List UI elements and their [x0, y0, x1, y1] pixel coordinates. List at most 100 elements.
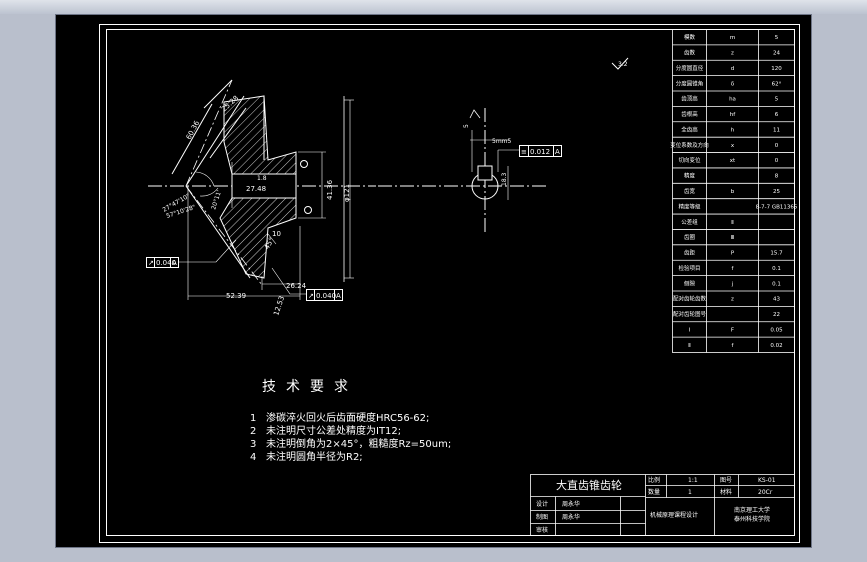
- svg-text:5: 5: [463, 124, 470, 128]
- table-param-value: 8-7-7 GB11365: [756, 204, 798, 210]
- svg-text:南京理工大学: 南京理工大学: [734, 506, 770, 514]
- svg-text:A: A: [172, 259, 177, 267]
- svg-text:1.8: 1.8: [257, 175, 267, 182]
- table-param-symbol: hf: [730, 112, 736, 118]
- table-param-label: 公差组: [681, 218, 698, 226]
- table-param-value: 43: [773, 297, 780, 303]
- svg-text:周永华: 周永华: [562, 500, 580, 508]
- roughness-symbol: 3.2: [611, 57, 629, 70]
- end-view: [378, 108, 548, 232]
- table-param-label: 模数: [684, 33, 696, 41]
- table-param-value: 15.7: [770, 251, 783, 257]
- tolerance-frame-bottom: ↗ 0.040 A: [306, 289, 343, 301]
- svg-text:18.3: 18.3: [501, 172, 508, 186]
- table-param-symbol: z: [731, 51, 734, 57]
- svg-text:12.53: 12.53: [272, 295, 286, 317]
- table-param-label: 齿数: [684, 49, 696, 57]
- table-param-value: 25: [773, 189, 780, 195]
- table-param-label: 齿宽: [684, 187, 696, 195]
- svg-text:↗: ↗: [148, 259, 154, 267]
- svg-text:20°11': 20°11': [210, 189, 223, 210]
- svg-text:0.012: 0.012: [530, 148, 550, 156]
- svg-text:≡: ≡: [521, 148, 527, 156]
- svg-text:比例: 比例: [648, 476, 660, 484]
- table-param-value: 8: [775, 174, 779, 180]
- tech-requirements-title: 技术要求: [262, 379, 358, 395]
- table-param-symbol: ha: [729, 97, 736, 103]
- outer-border: [99, 24, 800, 543]
- svg-text:52.39: 52.39: [226, 292, 246, 300]
- table-param-value: 5: [775, 35, 779, 41]
- drawing-sheet: [56, 15, 811, 547]
- table-param-symbol: Ⅱ: [731, 220, 734, 226]
- svg-text:↗: ↗: [308, 292, 314, 300]
- svg-text:27.48: 27.48: [246, 185, 266, 193]
- svg-text:φ121: φ121: [343, 184, 351, 202]
- svg-text:60.36: 60.36: [185, 119, 202, 141]
- svg-text:机械原理课程设计: 机械原理课程设计: [650, 511, 698, 519]
- table-param-label: 全齿高: [681, 125, 698, 133]
- table-param-symbol: m: [730, 35, 735, 41]
- table-param-label: 齿距: [684, 250, 696, 257]
- svg-text:0.040: 0.040: [316, 292, 336, 300]
- table-param-symbol: f: [732, 266, 735, 272]
- table-param-value: 0: [775, 143, 779, 149]
- table-param-value: 5: [775, 97, 779, 103]
- table-param-label: 精度: [684, 172, 696, 180]
- title-block: [530, 474, 795, 536]
- part-name: 大直齿锥齿轮: [556, 478, 622, 492]
- svg-text:KS-01: KS-01: [758, 477, 776, 484]
- viewer-toolbar: [0, 0, 867, 14]
- svg-text:A: A: [336, 292, 341, 300]
- table-param-symbol: xt: [730, 158, 736, 164]
- table-param-label: 齿根高: [681, 110, 698, 118]
- table-param-symbol: b: [731, 189, 735, 195]
- table-param-symbol: z: [731, 297, 734, 303]
- tolerance-frame-sym: ≡ 0.012 A: [519, 145, 562, 157]
- svg-text:1:1: 1:1: [688, 477, 698, 484]
- svg-text:材料: 材料: [720, 488, 732, 496]
- svg-text:41.36: 41.36: [326, 179, 334, 200]
- table-param-value: 22: [773, 312, 780, 318]
- table-param-value: 11: [773, 127, 780, 133]
- table-param-label: 分度圆锥角: [676, 79, 704, 87]
- title-block-text: 大直齿锥齿轮 比例 1:1 图号 KS-01 数量 1 材料 20Cr 设计 周…: [536, 476, 776, 534]
- tolerance-frame-left: ↗ 0.040 A: [146, 257, 179, 268]
- table-param-label: Ⅱ: [688, 343, 691, 349]
- svg-text:制图: 制图: [536, 513, 548, 521]
- table-param-symbol: P: [731, 251, 735, 257]
- table-param-value: 120: [771, 66, 782, 72]
- table-param-value: 0.02: [770, 343, 782, 349]
- gear-section-view: [148, 79, 376, 300]
- table-param-label: 分度圆直径: [676, 64, 704, 72]
- table-param-symbol: δ: [731, 81, 735, 87]
- svg-text:1: 1: [688, 489, 692, 496]
- table-param-label: 配对齿轮齿数: [673, 295, 707, 303]
- table-param-label: 配对齿轮图号: [673, 310, 707, 318]
- table-param-label: 变位系数及方向: [670, 141, 709, 149]
- table-param-symbol: x: [731, 143, 735, 149]
- table-param-value: 0.05: [770, 327, 783, 333]
- table-param-value: 0.1: [772, 281, 781, 287]
- table-param-value: 0.1: [772, 266, 781, 272]
- table-param-label: 齿圈: [684, 234, 696, 241]
- svg-text:3.2: 3.2: [618, 61, 628, 68]
- table-param-symbol: f: [732, 343, 735, 349]
- table-param-label: 精度等级: [678, 202, 701, 210]
- table-param-value: 6: [775, 112, 779, 118]
- table-param-label: Ⅰ: [689, 327, 691, 333]
- svg-text:数量: 数量: [648, 488, 660, 496]
- table-param-label: 侧隙: [684, 279, 696, 287]
- table-param-symbol: j: [731, 281, 734, 287]
- svg-text:A: A: [555, 148, 560, 156]
- svg-text:周永华: 周永华: [562, 513, 580, 521]
- svg-text:审核: 审核: [536, 526, 548, 534]
- svg-text:10: 10: [272, 230, 281, 238]
